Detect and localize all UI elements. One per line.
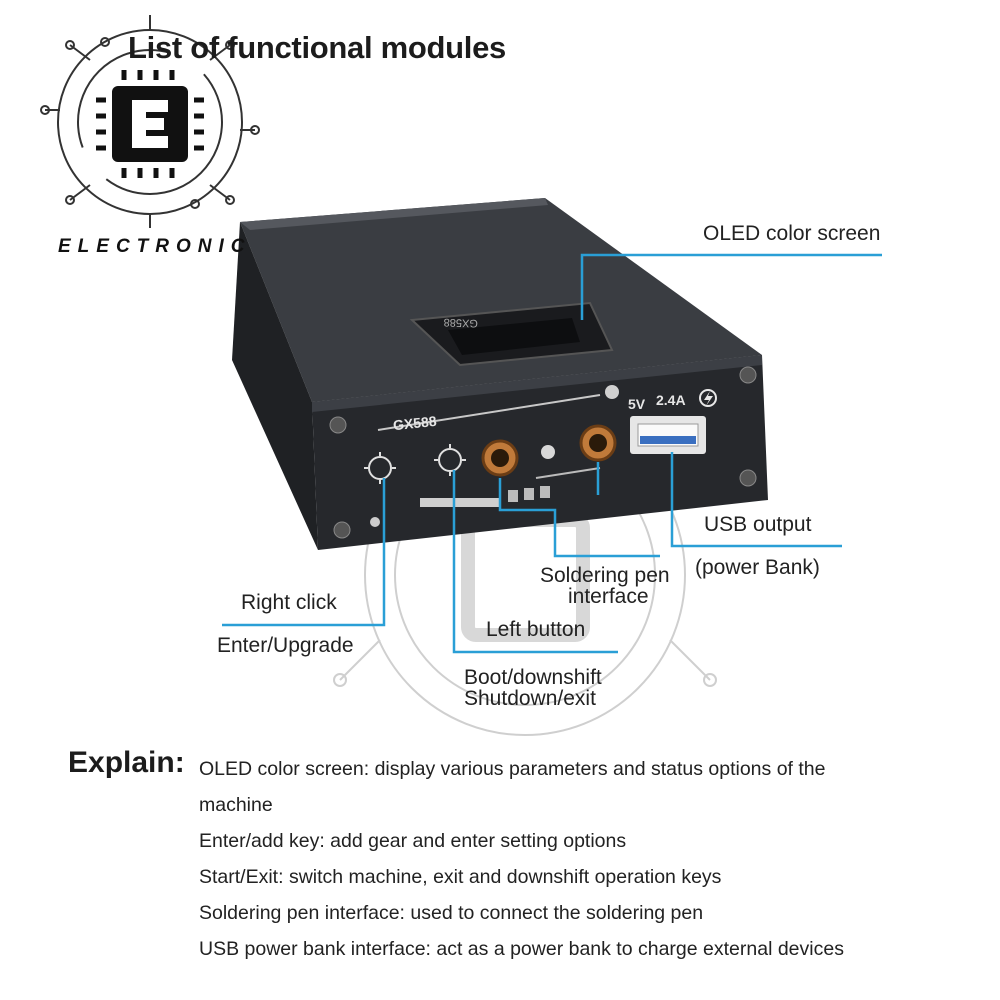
usb-port-icon [630,416,706,454]
explain-line: USB power bank interface: act as a power… [199,938,844,960]
callout-enter-upgrade-label: Enter/Upgrade [217,634,354,657]
callout-line-soldering [498,478,660,558]
callout-soldering-label: Soldering pen [540,564,670,587]
explain-heading: Explain: [68,746,185,779]
callout-lines [222,253,882,654]
callout-left-button-label: Left button [486,618,586,641]
explain-line: Soldering pen interface: used to connect… [199,902,704,924]
right-click-knob-icon [364,452,396,484]
callout-line-oled [580,253,882,320]
logo-chip-icon [96,70,204,178]
page-title: List of functional modules [128,30,506,65]
explain-line: OLED color screen: display various param… [199,758,826,780]
left-button-knob-icon [434,444,466,476]
explain-line: Start/Exit: switch machine, exit and dow… [199,866,722,888]
callout-line-right-click [222,478,386,627]
usb-voltage-label: 5V [628,396,646,412]
explain-line: Enter/add key: add gear and enter settin… [199,830,627,852]
callout-shutdown-label: Shutdown/exit [464,687,596,710]
callout-soldering-sublabel: interface [568,585,649,608]
callout-line-usb [670,452,842,548]
callout-right-click-label: Right click [241,591,337,614]
logo-circuit-icon [40,15,260,228]
callout-line-left-button [452,470,618,654]
front-panel [329,366,757,539]
brand-name: ELECTRONIC [58,236,252,257]
lightning-icon [699,389,717,407]
callout-boot-label: Boot/downshift [464,666,602,689]
explain-line: machine [199,794,273,816]
screen-model-text: GX588 [443,316,478,329]
callout-oled-label: OLED color screen [703,222,881,245]
callout-usb-label: USB output [704,513,812,536]
usb-current-label: 2.4A [656,392,686,408]
soldering-pen-connector-icon [481,424,617,477]
callout-usb-sublabel: (power Bank) [695,556,820,579]
